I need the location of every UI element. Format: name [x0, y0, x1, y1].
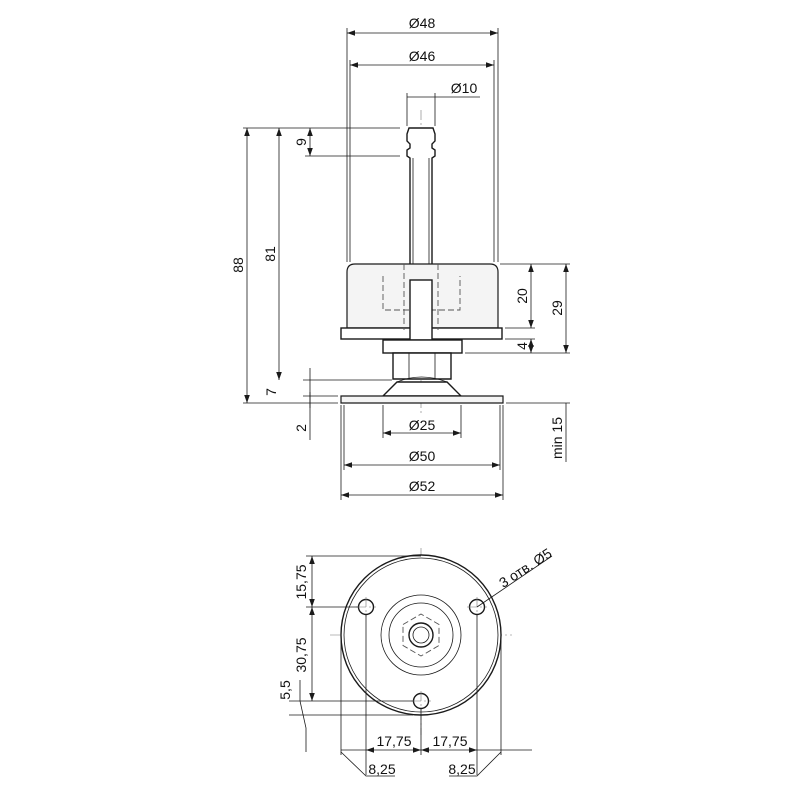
label-h7: 7 — [263, 388, 279, 396]
label-d50: Ø50 — [409, 448, 436, 464]
label-h9: 9 — [293, 138, 309, 146]
label-h29: 29 — [549, 300, 565, 316]
label-holes-note: 3 отв. Ø5 — [496, 545, 555, 591]
label-h2: 2 — [293, 424, 309, 432]
label-v5-5: 5,5 — [277, 680, 293, 700]
label-h8-25-right: 8,25 — [448, 761, 475, 777]
label-h4: 4 — [514, 342, 530, 350]
label-min15: min 15 — [549, 417, 565, 459]
label-d46: Ø46 — [409, 48, 436, 64]
stem-section-outer — [408, 622, 434, 648]
hidden-hex-nut — [402, 613, 440, 657]
dim-line-h8-25-left — [340, 751, 395, 777]
side-extension-lines — [243, 28, 570, 500]
bottom-dimension-lines — [299, 555, 553, 777]
leader-holes-note — [476, 555, 553, 608]
side-labels: Ø48 Ø46 Ø10 88 81 9 20 29 4 7 2 min 15 Ø… — [230, 15, 565, 494]
label-d25: Ø25 — [409, 417, 436, 433]
label-d52: Ø52 — [409, 478, 436, 494]
label-h17-75-left: 17,75 — [376, 733, 411, 749]
dim-line-h8-25-right — [449, 751, 502, 777]
bottom-extension-lines — [289, 555, 502, 775]
label-d48: Ø48 — [409, 15, 436, 31]
base-plate — [340, 376, 504, 404]
label-h20: 20 — [514, 288, 530, 304]
label-v30-75: 30,75 — [293, 637, 309, 672]
stem-section-inner — [412, 626, 430, 644]
label-d10: Ø10 — [451, 80, 478, 96]
label-h81: 81 — [262, 246, 278, 262]
label-v15-75: 15,75 — [293, 564, 309, 599]
label-h88: 88 — [230, 257, 246, 273]
label-h8-25-left: 8,25 — [368, 761, 395, 777]
ball-joint-inner — [388, 602, 454, 668]
washer-nut — [382, 339, 463, 380]
side-dimension-lines — [244, 30, 569, 498]
label-h17-75-right: 17,75 — [432, 733, 467, 749]
ball-joint-outer — [380, 594, 462, 676]
cap-housing — [340, 263, 503, 341]
dim-line-v5-5 — [299, 680, 307, 752]
bottom-view: 15,75 30,75 5,5 17,75 17,75 8,25 8,25 3 … — [277, 545, 555, 777]
side-view: Ø48 Ø46 Ø10 88 81 9 20 29 4 7 2 min 15 Ø… — [230, 15, 570, 500]
